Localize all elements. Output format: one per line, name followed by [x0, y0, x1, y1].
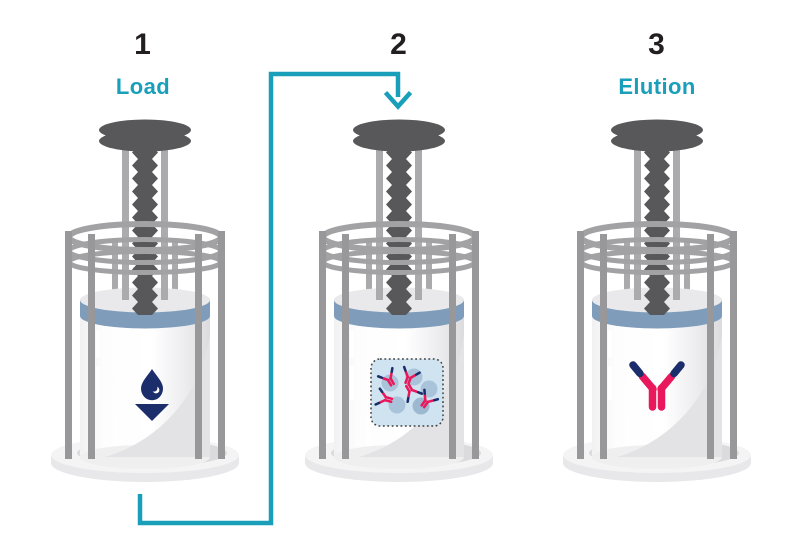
flow-connector [137, 71, 413, 526]
column-step-3 [563, 120, 751, 483]
down-arrowhead-icon [383, 91, 413, 110]
bead-icon [388, 396, 406, 414]
droplet-down-arrow-icon [135, 369, 169, 421]
column-step-1 [51, 120, 239, 483]
column-step-2 [305, 120, 493, 483]
beads-captured-antibodies-icon [370, 358, 444, 427]
down-triangle-icon [135, 404, 169, 421]
connector-line [137, 71, 401, 526]
bead-icon [420, 380, 438, 398]
